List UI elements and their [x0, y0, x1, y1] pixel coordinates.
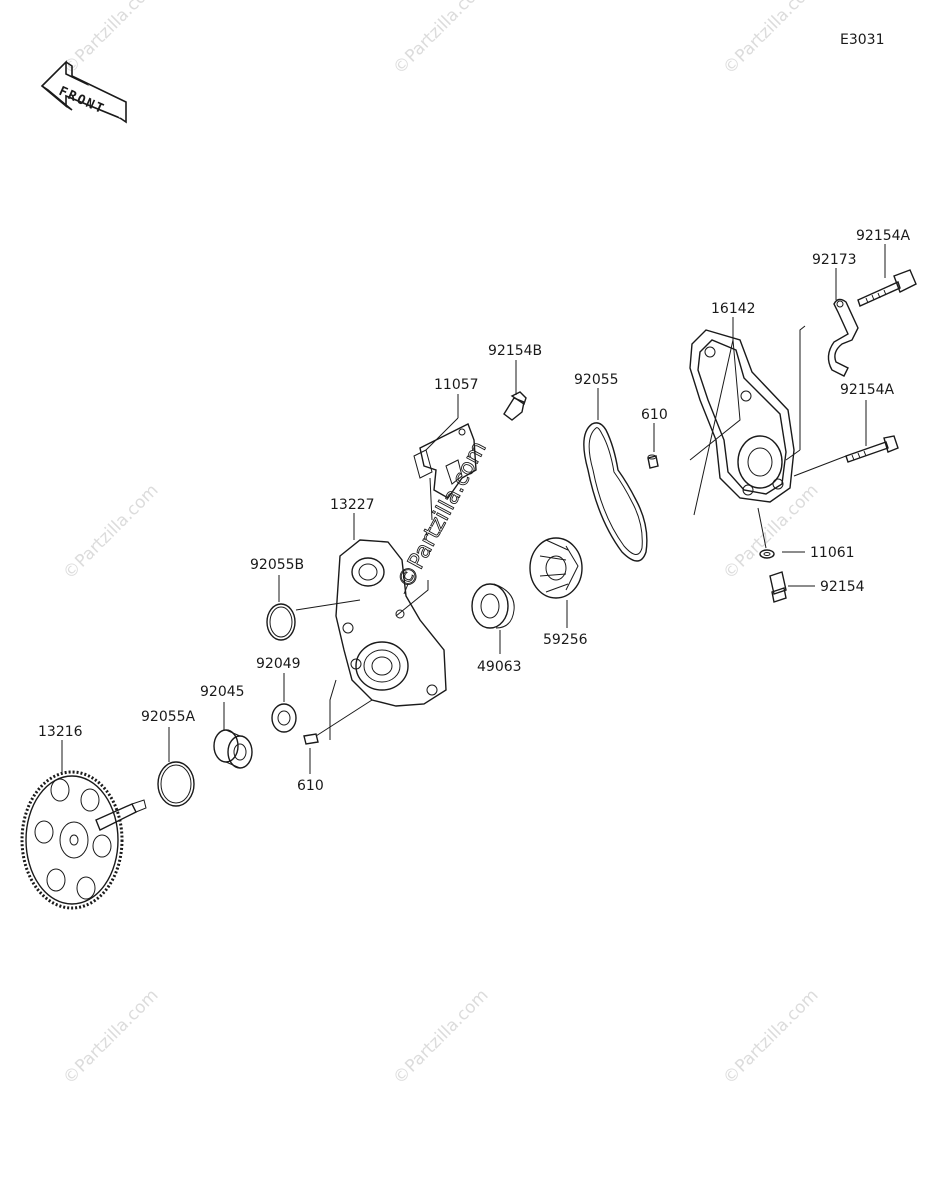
label-49063: 49063 [477, 659, 522, 675]
washer-11061 [759, 549, 775, 559]
bearing-92045 [213, 729, 253, 769]
oring-92055A [157, 761, 195, 807]
label-16142: 16142 [711, 301, 756, 317]
label-92154B: 92154B [488, 343, 542, 359]
watermark: ©Partzilla.com [719, 480, 822, 583]
dowel-610-top [647, 454, 659, 469]
bolt-92154 [769, 571, 787, 603]
label-13227: 13227 [330, 497, 375, 513]
part-labels: 92154A 92173 16142 92154B 11057 92055 61… [38, 228, 911, 794]
watermark: ©Partzilla.com [59, 985, 162, 1088]
label-11057: 11057 [434, 377, 479, 393]
bracket-11057 [413, 423, 477, 499]
dowel-610-bottom [303, 733, 319, 745]
watermark: ©Partzilla.com [59, 480, 162, 583]
label-92045: 92045 [200, 684, 245, 700]
label-92049: 92049 [256, 656, 301, 672]
bolt-92154B [503, 391, 527, 421]
label-13216: 13216 [38, 724, 83, 740]
pump-body-13227 [335, 539, 447, 707]
label-92154A-top: 92154A [856, 228, 911, 244]
front-arrow-icon: FRONT [40, 60, 127, 124]
label-92154A-mid: 92154A [840, 382, 895, 398]
watermark: ©Partzilla.com [59, 0, 162, 79]
center-watermark: ©Partzilla.com [393, 437, 491, 592]
watermark: ©Partzilla.com [389, 0, 492, 79]
label-92055B: 92055B [250, 557, 304, 573]
bolt-92154A-top [857, 269, 917, 307]
oring-92055B [266, 603, 296, 641]
watermark: ©Partzilla.com [719, 985, 822, 1088]
label-92055A: 92055A [141, 709, 196, 725]
seal-49063 [471, 583, 515, 629]
impeller-59256 [529, 537, 583, 599]
label-11061: 11061 [810, 545, 855, 561]
bracket-92173 [827, 298, 859, 377]
label-59256: 59256 [543, 632, 588, 648]
label-92154: 92154 [820, 579, 865, 595]
gasket-92055 [583, 422, 648, 562]
seal-92049 [271, 703, 297, 733]
label-610-bottom: 610 [297, 778, 324, 794]
diagram-code: E3031 [840, 32, 884, 48]
watermark: ©Partzilla.com [389, 985, 492, 1088]
pump-cover-16142 [689, 329, 795, 503]
label-92173: 92173 [812, 252, 857, 268]
bolt-92154A-mid [845, 435, 899, 463]
leader-lines [61, 244, 886, 774]
gear-13216 [20, 770, 147, 910]
label-92055: 92055 [574, 372, 619, 388]
label-610-top: 610 [641, 407, 668, 423]
watermark: ©Partzilla.com [719, 0, 822, 79]
